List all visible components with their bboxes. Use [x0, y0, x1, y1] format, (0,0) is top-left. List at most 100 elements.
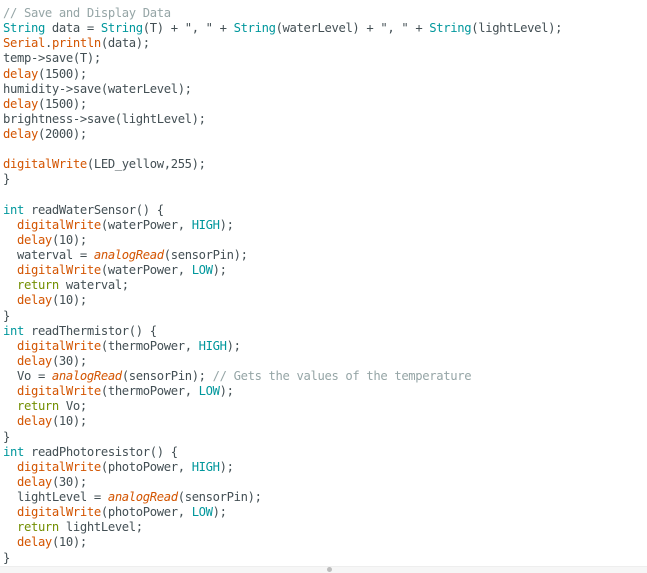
code-token-kw-type: String	[3, 21, 45, 36]
code-token: );	[212, 505, 227, 520]
code-token: );	[226, 338, 241, 353]
code-line[interactable]: delay(30);	[3, 475, 647, 490]
code-line[interactable]: return waterval;	[3, 278, 647, 293]
code-line[interactable]: delay(10);	[3, 535, 647, 550]
code-line[interactable]: }	[3, 430, 647, 445]
code-line[interactable]: int readThermistor() {	[3, 324, 647, 339]
code-token: }	[3, 429, 10, 444]
code-token-kw-func: digitalWrite	[16, 459, 101, 474]
code-line[interactable]: Vo = analogRead(sensorPin); // Gets the …	[3, 369, 647, 384]
code-line[interactable]: Serial.println(data);	[3, 36, 647, 51]
code-token: (thermoPower,	[100, 338, 199, 353]
code-token-kw-ital: analogRead	[93, 248, 164, 262]
code-token	[3, 293, 17, 307]
code-token: .	[44, 36, 52, 51]
code-token	[3, 218, 17, 232]
code-token	[3, 339, 17, 353]
scroll-position-dot-icon[interactable]	[327, 567, 332, 572]
code-token: (30);	[51, 474, 87, 489]
code-token: (T) + ", " +	[142, 21, 234, 36]
code-token-kw-func: Serial	[3, 36, 45, 51]
code-token: (30);	[51, 353, 87, 368]
code-token: temp->save(T);	[3, 51, 101, 66]
code-line[interactable]: }	[3, 309, 647, 324]
code-line[interactable]: int readWaterSensor() {	[3, 203, 647, 218]
code-line[interactable]: String data = String(T) + ", " + String(…	[3, 21, 647, 36]
code-line[interactable]: digitalWrite(thermoPower, HIGH);	[3, 339, 647, 354]
code-token-kw-type: String	[429, 21, 472, 36]
code-token: (sensorPin);	[163, 248, 248, 262]
code-token: (waterPower,	[100, 217, 192, 232]
code-token-kw-func: delay	[3, 66, 38, 81]
code-token: (lightLevel);	[471, 21, 563, 36]
code-line[interactable]: digitalWrite(thermoPower, LOW);	[3, 384, 647, 399]
code-token-kw-func: digitalWrite	[16, 217, 101, 232]
code-line[interactable]: // Save and Display Data	[3, 6, 647, 21]
code-line[interactable]: delay(10);	[3, 293, 647, 308]
code-token-kw-func: digitalWrite	[16, 505, 101, 520]
code-token-kw-func: delay	[16, 353, 52, 368]
code-token-kw-ret: return	[16, 278, 59, 293]
code-token-kw-func: delay	[16, 535, 52, 550]
code-line[interactable]: int readPhotoresistor() {	[3, 445, 647, 460]
code-token	[3, 263, 17, 277]
code-line[interactable]: waterval = analogRead(sensorPin);	[3, 248, 647, 263]
code-line[interactable]: delay(2000);	[3, 127, 647, 142]
code-token: }	[3, 172, 10, 187]
code-token: (10);	[51, 293, 87, 308]
code-token-kw-type: int	[3, 202, 24, 217]
code-line[interactable]: brightness->save(lightLevel);	[3, 112, 647, 127]
code-line[interactable]: digitalWrite(waterPower, LOW);	[3, 263, 647, 278]
code-token: lightLevel;	[58, 520, 143, 535]
code-token	[3, 278, 17, 292]
code-token: Vo;	[58, 399, 87, 414]
code-token: );	[219, 217, 234, 232]
code-token	[3, 399, 17, 413]
code-line[interactable]: return lightLevel;	[3, 520, 647, 535]
code-line[interactable]: delay(1500);	[3, 97, 647, 112]
horizontal-scrollbar[interactable]	[0, 566, 647, 573]
code-token: humidity->save(waterLevel);	[3, 81, 192, 96]
code-line[interactable]: }	[3, 172, 647, 187]
code-token-kw-func: digitalWrite	[16, 384, 101, 399]
code-token: readPhotoresistor() {	[23, 444, 178, 459]
code-line[interactable]: delay(1500);	[3, 67, 647, 82]
code-token: );	[219, 384, 234, 399]
code-line[interactable]: }	[3, 551, 647, 566]
code-token: (waterLevel) + ", " +	[275, 21, 430, 36]
code-token-kw-type: String	[100, 21, 143, 36]
code-token	[3, 384, 17, 398]
code-line[interactable]: digitalWrite(photoPower, LOW);	[3, 505, 647, 520]
code-token-kw-func: delay	[16, 474, 52, 489]
code-line[interactable]: delay(10);	[3, 233, 647, 248]
code-token: (data);	[100, 36, 150, 51]
code-line[interactable]: humidity->save(waterLevel);	[3, 82, 647, 97]
code-token	[3, 354, 17, 368]
code-line[interactable]: digitalWrite(photoPower, HIGH);	[3, 460, 647, 475]
code-line[interactable]: digitalWrite(LED_yellow,255);	[3, 157, 647, 172]
code-line[interactable]: temp->save(T);	[3, 51, 647, 66]
code-token: }	[3, 308, 10, 323]
code-token	[3, 233, 17, 247]
code-token	[3, 460, 17, 474]
code-token-kw-const: HIGH	[191, 217, 220, 232]
code-line[interactable]: return Vo;	[3, 399, 647, 414]
code-token-kw-const: HIGH	[191, 459, 220, 474]
code-token-kw-ret: return	[16, 399, 59, 414]
code-token	[3, 505, 17, 519]
code-line[interactable]	[3, 188, 647, 203]
code-line[interactable]: digitalWrite(waterPower, HIGH);	[3, 218, 647, 233]
code-token-kw-func: delay	[16, 232, 52, 247]
code-line[interactable]: delay(30);	[3, 354, 647, 369]
code-token-kw-type: int	[3, 444, 24, 459]
code-token-kw-const: LOW	[191, 505, 213, 520]
code-line[interactable]	[3, 142, 647, 157]
code-line[interactable]: lightLevel = analogRead(sensorPin);	[3, 490, 647, 505]
code-token-kw-func: delay	[16, 293, 52, 308]
code-token-kw-func: digitalWrite	[3, 157, 87, 172]
code-line[interactable]: delay(10);	[3, 414, 647, 429]
code-token-cmt: // Gets the values of the temperature	[212, 369, 472, 383]
code-token-kw-ret: return	[16, 520, 59, 535]
code-token-kw-ital: analogRead	[51, 369, 122, 383]
